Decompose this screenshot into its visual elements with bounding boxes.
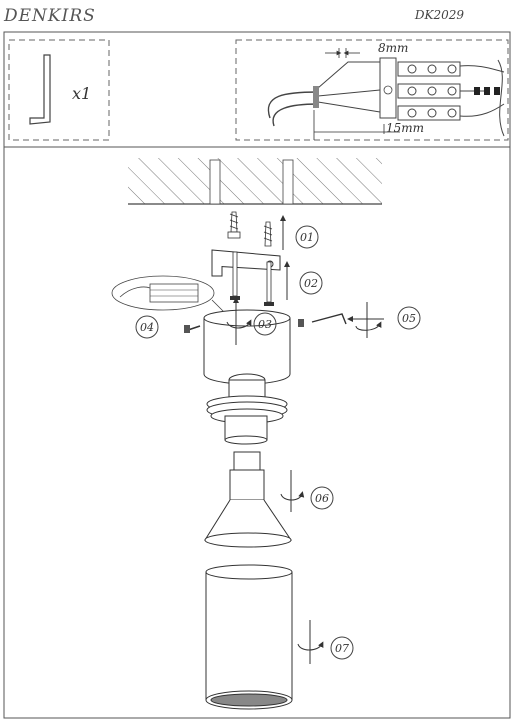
rotate-arrow-icon: [226, 319, 252, 329]
step-label-01: 01: [300, 231, 314, 244]
step-label-07: 07: [335, 642, 349, 655]
step-label-03: 03: [258, 318, 272, 331]
strip-outer-label: 15mm: [386, 121, 424, 135]
step-label-05: 05: [402, 312, 416, 325]
wire-2: [317, 89, 381, 97]
rotate-arrow-icon: [280, 491, 305, 501]
step-label-06: 06: [315, 492, 329, 505]
step-06-bulb: 06: [204, 451, 334, 548]
step-label-02: 02: [304, 277, 318, 290]
inner-socket-assembly: [206, 373, 288, 445]
step-07-shade: 07: [205, 564, 354, 710]
step-label-04: 04: [140, 321, 154, 334]
cable-sheath: [267, 91, 319, 119]
step-01-screws: 01: [227, 211, 319, 250]
side-screw-right: [298, 319, 304, 327]
hex-key-icon: [311, 313, 347, 325]
hex-key-quantity: x1: [72, 84, 91, 103]
rotate-arrow-icon: [355, 321, 382, 331]
step-04-wiring-callout: 04: [111, 275, 231, 339]
side-screw-left: [184, 325, 190, 333]
rotate-arrow-icon: [297, 641, 324, 651]
hex-key-panel: x1: [8, 39, 110, 141]
step-02-bracket: 02: [211, 249, 323, 306]
model-number: DK2029: [414, 8, 464, 22]
strip-inner-label: 8mm: [378, 41, 408, 55]
wire-1: [317, 61, 380, 89]
bracket-screw-left: [232, 251, 238, 297]
ceiling: [128, 158, 382, 205]
page-frame: [3, 31, 511, 719]
bracket-screw-right: [266, 261, 272, 303]
cable-end: [313, 86, 319, 108]
brand-logo: DENKIRS: [4, 6, 96, 26]
wiring-detail-panel: 8mm 15mm: [235, 39, 509, 141]
terminal-block: [379, 57, 461, 121]
step-05-hex-key: 05: [311, 302, 421, 338]
step-03-lamp-body: 03: [184, 297, 304, 385]
wire-3: [317, 101, 381, 113]
ground-symbol-icon: [383, 85, 393, 95]
hex-key-icon: [29, 54, 51, 125]
wall-plug-right: [282, 159, 294, 205]
wall-plug-left: [209, 159, 221, 205]
